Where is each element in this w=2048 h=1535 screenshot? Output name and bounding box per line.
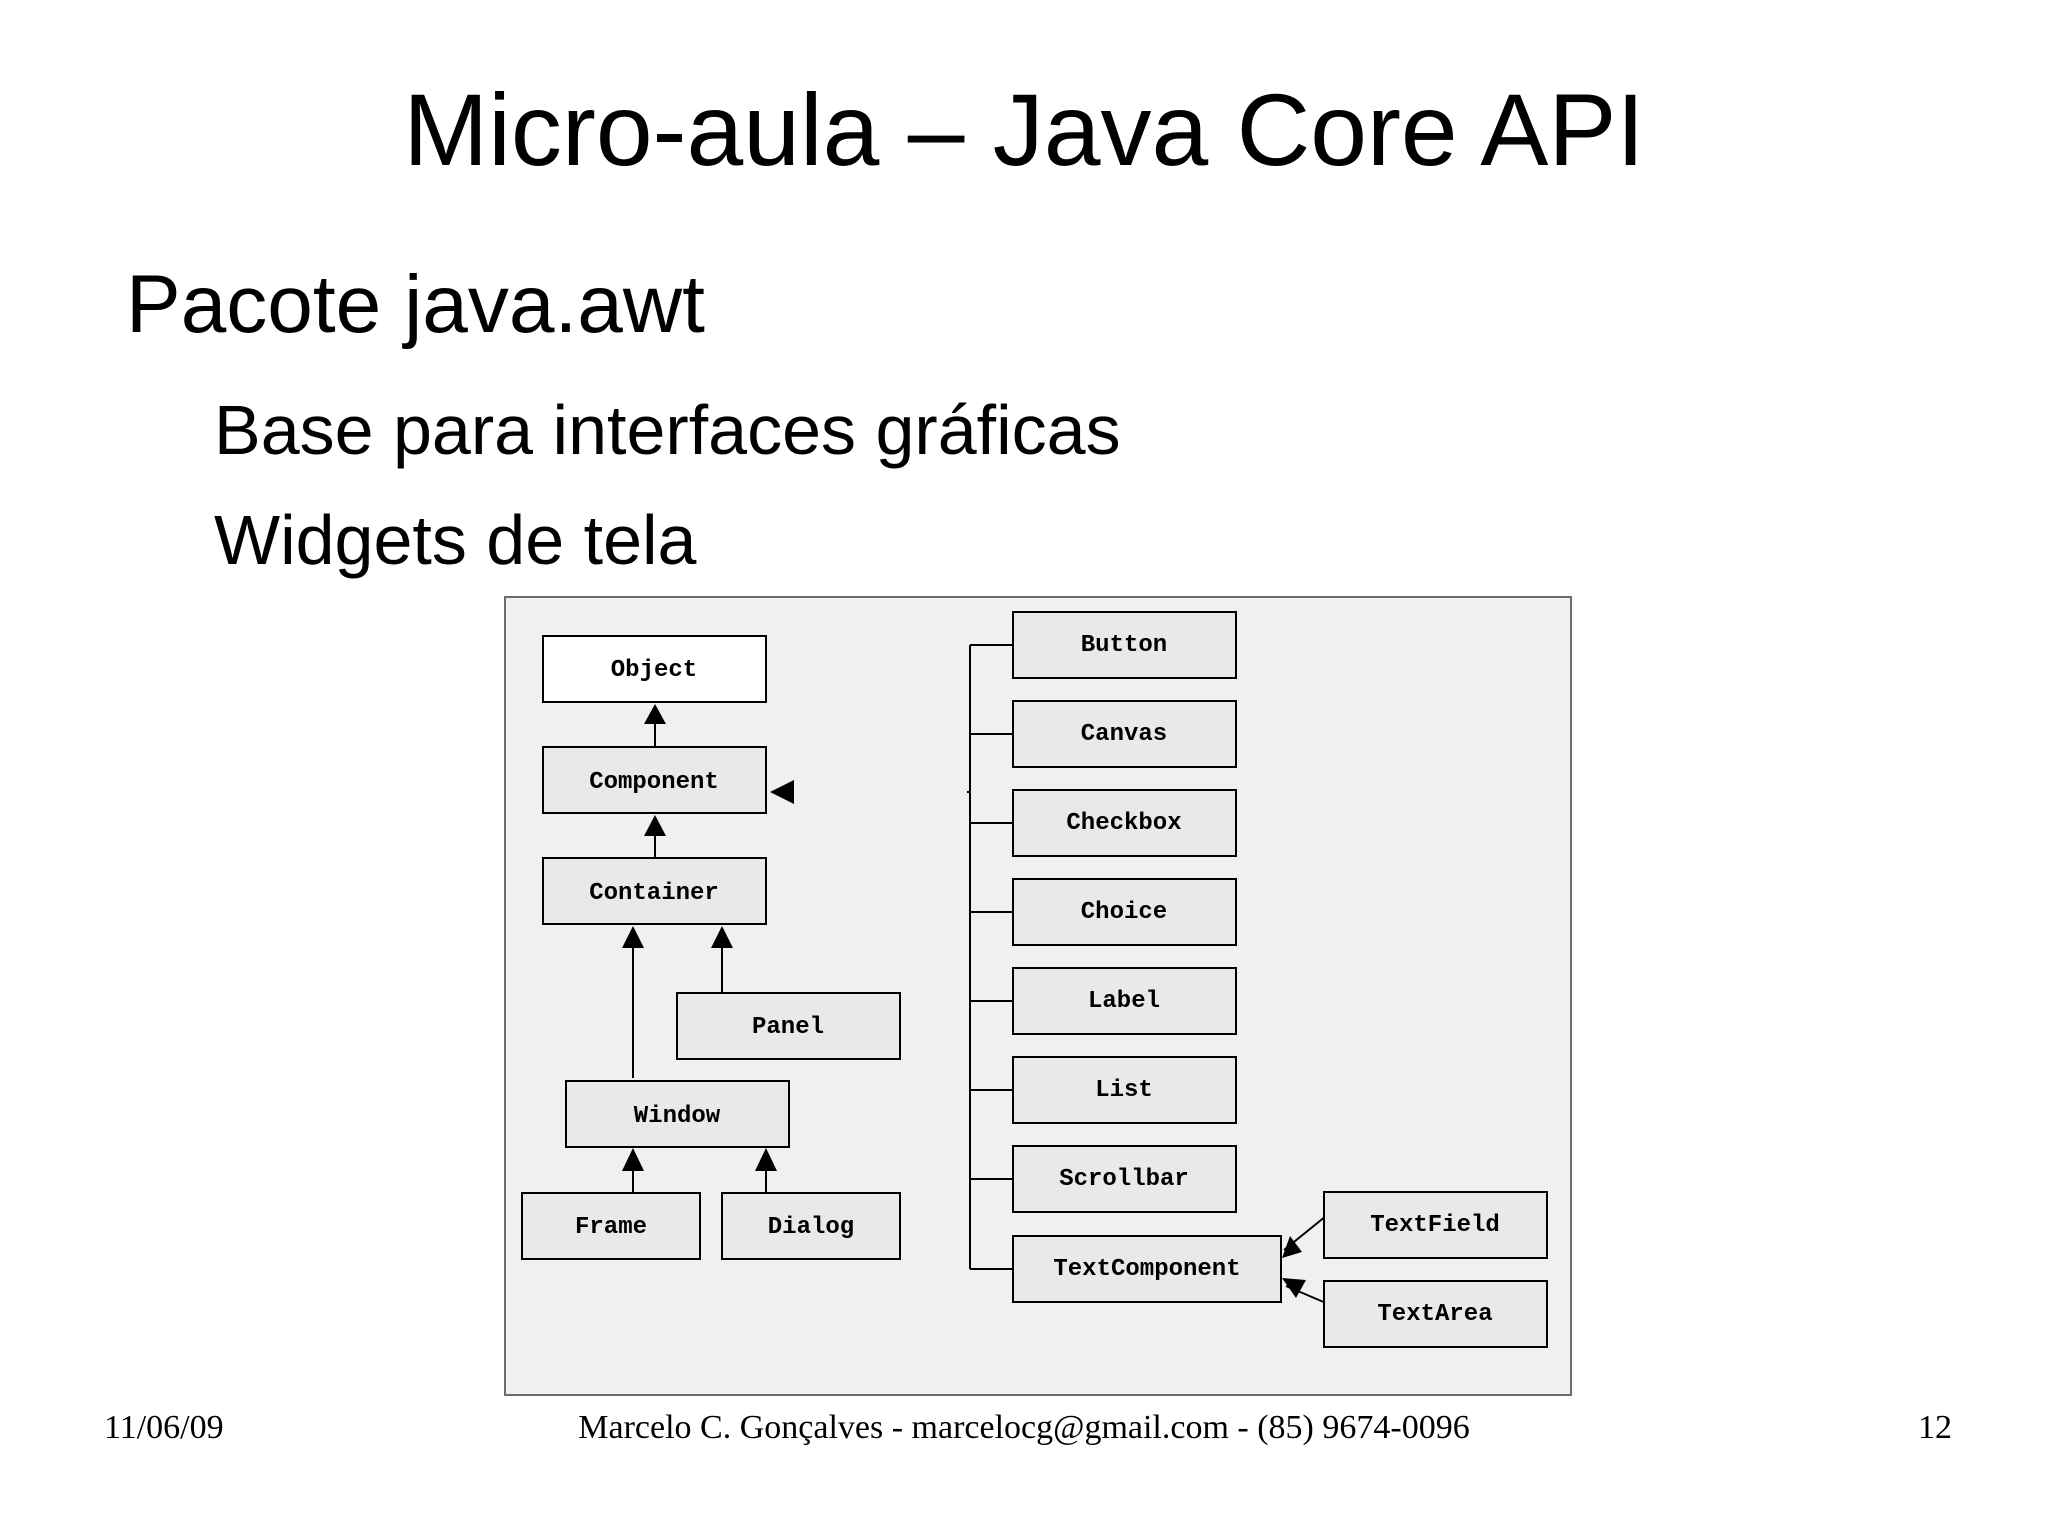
node-textfield: TextField (1323, 1191, 1548, 1259)
bullet-base-interfaces: Base para interfaces gráficas (214, 391, 1121, 469)
node-canvas: Canvas (1012, 700, 1237, 768)
node-component: Component (542, 746, 767, 814)
node-component-label: Component (589, 769, 719, 796)
node-window-label: Window (634, 1103, 721, 1130)
node-choice: Choice (1012, 878, 1237, 946)
node-panel-label: Panel (752, 1014, 824, 1041)
node-choice-label: Choice (1081, 899, 1167, 926)
node-textcomponent: TextComponent (1012, 1235, 1282, 1303)
footer-date: 11/06/09 (104, 1409, 224, 1446)
awt-class-hierarchy-diagram: Object Component Container Panel Window … (504, 596, 1572, 1396)
node-frame-label: Frame (575, 1214, 647, 1241)
bullet-pacote-java-awt: Pacote java.awt (126, 259, 705, 350)
node-button: Button (1012, 611, 1237, 679)
slide-title: Micro-aula – Java Core API (403, 73, 1645, 187)
node-list: List (1012, 1056, 1237, 1124)
bullet-widgets-de-tela: Widgets de tela (214, 501, 697, 579)
node-object-label: Object (611, 657, 697, 684)
node-container-label: Container (589, 880, 719, 907)
inheritance-arrowheads (622, 704, 1306, 1298)
node-label-label: Label (1088, 988, 1160, 1015)
node-object: Object (542, 635, 767, 703)
node-checkbox: Checkbox (1012, 789, 1237, 857)
node-checkbox-label: Checkbox (1066, 810, 1181, 837)
node-window: Window (565, 1080, 790, 1148)
node-textfield-label: TextField (1370, 1212, 1500, 1239)
node-button-label: Button (1081, 632, 1167, 659)
node-dialog-label: Dialog (768, 1214, 854, 1241)
node-textcomponent-label: TextComponent (1053, 1256, 1240, 1283)
node-dialog: Dialog (721, 1192, 901, 1260)
connector-lines (632, 644, 1327, 1304)
node-label: Label (1012, 967, 1237, 1035)
node-panel: Panel (676, 992, 901, 1060)
node-scrollbar: Scrollbar (1012, 1145, 1237, 1213)
node-textarea: TextArea (1323, 1280, 1548, 1348)
node-frame: Frame (521, 1192, 701, 1260)
node-container: Container (542, 857, 767, 925)
node-scrollbar-label: Scrollbar (1059, 1166, 1189, 1193)
footer-page-number: 12 (1918, 1409, 1952, 1446)
footer-author: Marcelo C. Gonçalves - marcelocg@gmail.c… (578, 1409, 1470, 1446)
node-list-label: List (1095, 1077, 1153, 1104)
node-canvas-label: Canvas (1081, 721, 1167, 748)
node-textarea-label: TextArea (1377, 1301, 1492, 1328)
